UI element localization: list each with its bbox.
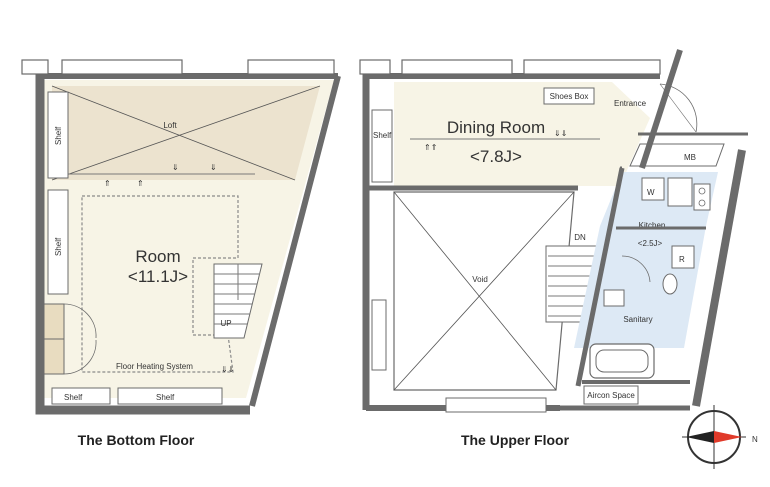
stair-down-label: DN — [574, 233, 586, 242]
aircon-label: Aircon Space — [587, 391, 635, 400]
compass-icon — [682, 405, 746, 469]
compass-north-label: N — [752, 435, 758, 444]
light-fixture-icon: ⇑ — [104, 179, 111, 188]
bottom-floor: Loft ⇑ ⇑ ⇓ ⇓ UP Room <11.1J> Floor Heati… — [21, 59, 341, 415]
light-fixture-icon: ⇓⇓ — [554, 129, 567, 138]
upper-floor-caption: The Upper Floor — [461, 432, 570, 448]
entrance-label: Entrance — [614, 99, 647, 108]
sanitary-label: Sanitary — [623, 315, 652, 324]
mb-box — [629, 143, 725, 167]
mb-label: MB — [684, 153, 696, 162]
washer-label: W — [647, 188, 655, 197]
stair-up-label: UP — [220, 319, 231, 328]
washer-icon — [641, 177, 665, 201]
dining-room-name: Dining Room — [447, 118, 545, 137]
room-size: <11.1J> — [128, 267, 188, 286]
fridge-icon — [671, 245, 695, 269]
shelf-label: Shelf — [373, 131, 392, 140]
light-fixture-icon: ⇓⇓ — [221, 365, 234, 374]
void-label: Void — [472, 275, 488, 284]
dining-area — [394, 82, 650, 186]
shelf-label: Shelf — [156, 393, 175, 402]
kitchen-name: Kitchen — [639, 221, 666, 230]
washbasin-icon — [603, 289, 625, 307]
shoes-box — [543, 87, 595, 105]
fridge-label: R — [679, 255, 685, 264]
floor-heating-outline — [81, 195, 239, 373]
dining-room-size: <7.8J> — [470, 147, 522, 166]
stove-icon — [693, 183, 711, 211]
loft-label: Loft — [163, 121, 177, 130]
shelf-label: Shelf — [54, 126, 63, 145]
shelf-label: Shelf — [54, 237, 63, 256]
bottom-floor-caption: The Bottom Floor — [78, 432, 195, 448]
bottom-staircase — [213, 263, 263, 339]
room-name: Room — [135, 247, 180, 266]
light-fixture-icon: ⇓ — [210, 163, 217, 172]
toilet-icon — [662, 273, 678, 295]
shoes-box-label: Shoes Box — [550, 92, 589, 101]
light-fixture-icon: ⇓ — [172, 163, 179, 172]
kitchen-size: <2.5J> — [638, 239, 663, 248]
bottom-floor-walls — [35, 64, 250, 415]
sink-icon — [667, 177, 693, 207]
shelf-label: Shelf — [64, 393, 83, 402]
aircon-space — [583, 385, 639, 405]
light-fixture-icon: ⇑ — [137, 179, 144, 188]
upper-floor: Void DN W Kitchen <2.5J> R Sanita — [359, 49, 748, 413]
floor-heating-label: Floor Heating System — [116, 362, 193, 371]
light-fixture-icon: ⇑⇑ — [424, 143, 437, 152]
